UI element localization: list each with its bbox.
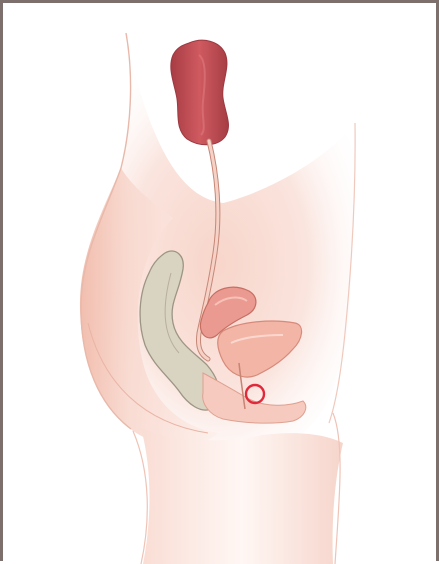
anatomy-illustration (3, 3, 439, 564)
leg-line-left (133, 431, 147, 564)
leg-shape (141, 428, 343, 564)
